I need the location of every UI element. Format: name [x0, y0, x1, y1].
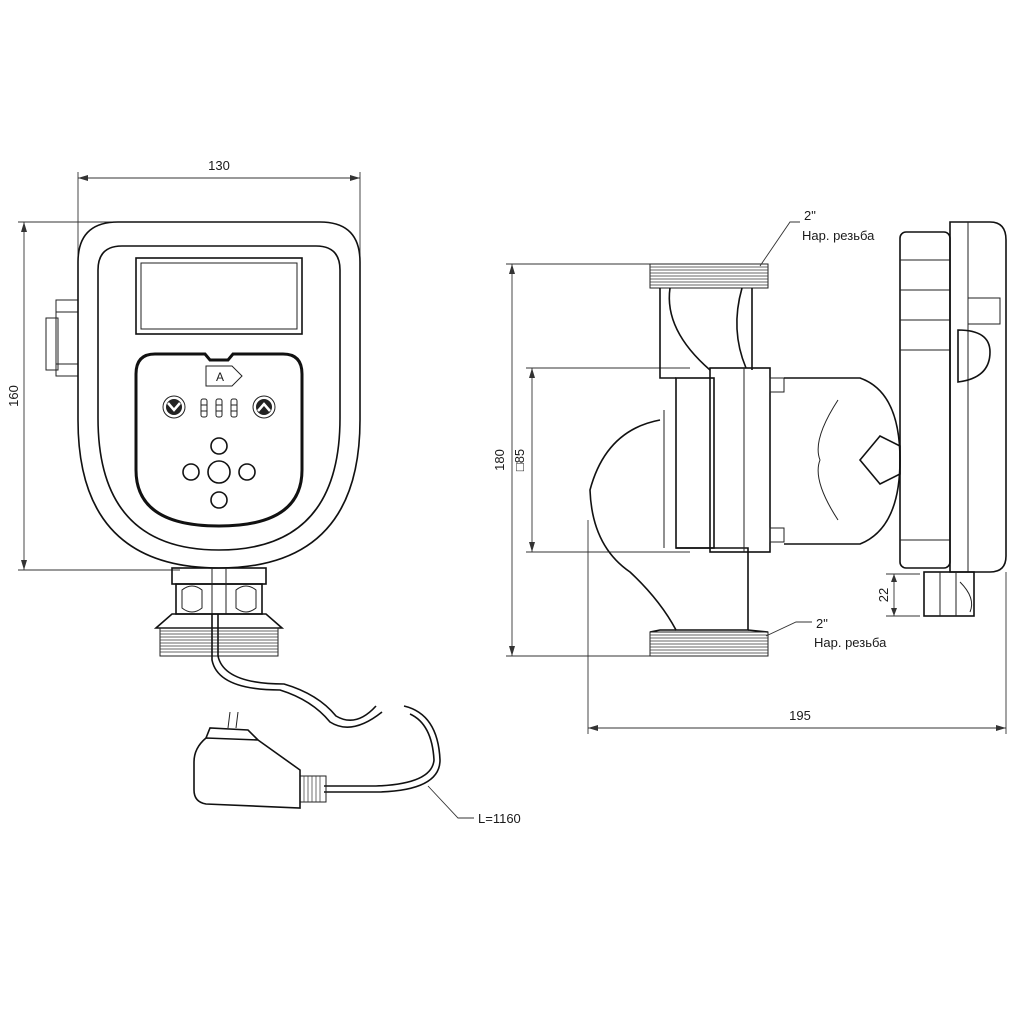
chevron-up-icon — [257, 402, 271, 412]
top-pipe — [659, 287, 753, 379]
dimension-height-front: 160 — [6, 221, 200, 571]
thread-bottom-label: Нар. резьба — [814, 635, 887, 650]
thread-top-callout: 2" Нар. резьба — [759, 208, 875, 267]
motor-body — [784, 377, 901, 545]
direction-pad[interactable] — [182, 437, 256, 509]
front-housing-outer — [77, 221, 361, 569]
height-side-label: 180 — [492, 449, 507, 471]
width-front-label: 130 — [208, 158, 230, 173]
power-cable — [211, 614, 441, 793]
dimension-height-side: 180 — [492, 263, 650, 657]
dimension-flange: □85 — [512, 367, 690, 553]
power-plug — [193, 711, 327, 809]
mode-label: A — [216, 370, 224, 384]
thread-bottom-size: 2" — [816, 616, 828, 631]
offset-label: 22 — [876, 588, 891, 602]
front-housing-inner — [97, 245, 341, 551]
cable-length-label: L=1160 — [478, 811, 521, 826]
side-view: 180 □85 195 22 — [492, 208, 1007, 734]
front-view: 130 160 A — [6, 158, 521, 826]
length-side-label: 195 — [789, 708, 811, 723]
dimension-width-front: 130 — [77, 158, 361, 300]
thread-top-label: Нар. резьба — [802, 228, 875, 243]
down-button[interactable] — [162, 395, 186, 419]
cable-length-callout: L=1160 — [427, 785, 521, 826]
up-button[interactable] — [252, 395, 276, 419]
thread-top-size: 2" — [804, 208, 816, 223]
dimension-offset: 22 — [876, 573, 920, 617]
flange-label: □85 — [512, 449, 527, 471]
pump-neck-front — [153, 567, 285, 629]
cable-gland-side — [923, 571, 975, 617]
side-connector — [45, 299, 79, 377]
thread-top — [649, 263, 769, 289]
thread-bottom-callout: 2" Нар. резьба — [765, 616, 887, 650]
mode-indicator: A — [205, 365, 243, 387]
height-front-label: 160 — [6, 385, 21, 407]
thread-front — [159, 627, 279, 657]
chevron-down-icon — [167, 402, 181, 412]
electronics-box — [899, 221, 1007, 573]
display-window — [135, 257, 303, 335]
control-panel — [134, 352, 304, 528]
thread-bottom — [649, 631, 769, 657]
flange-block — [675, 377, 715, 549]
pump-volute — [589, 419, 749, 631]
speed-indicators — [200, 398, 238, 418]
dimension-length-side: 195 — [587, 520, 1007, 734]
